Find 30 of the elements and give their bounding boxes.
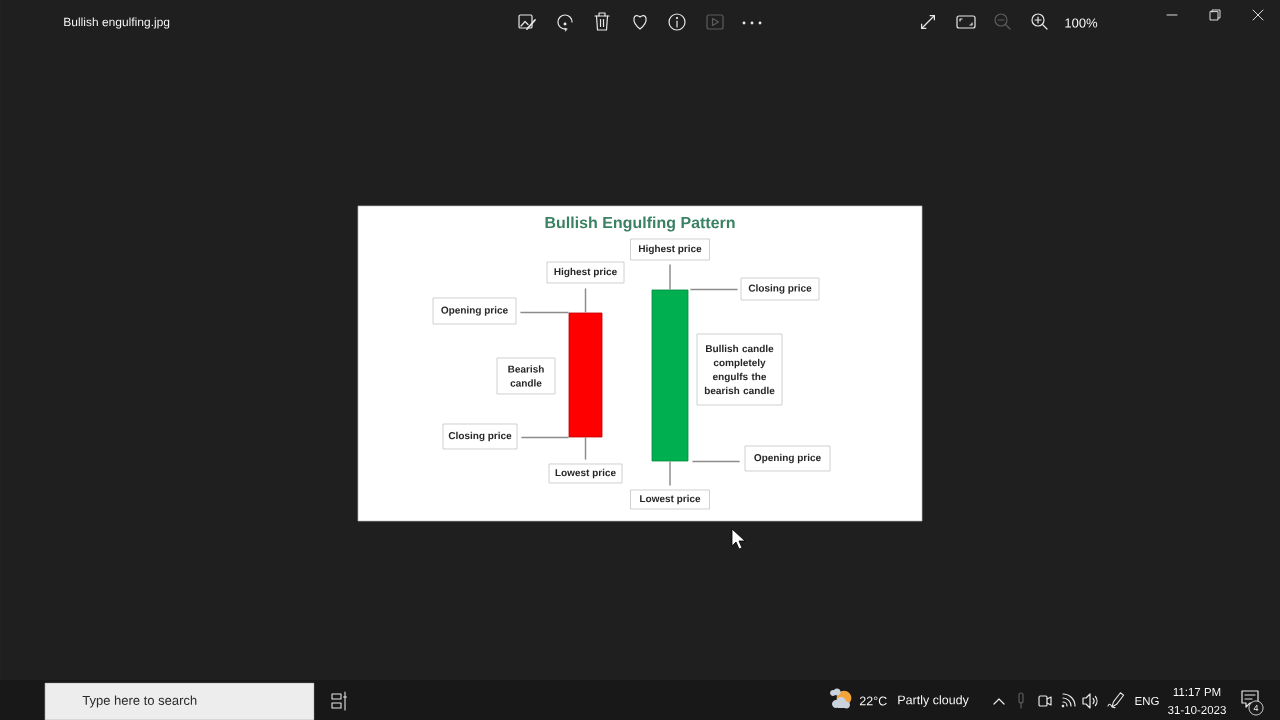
- callout-box: Closing price: [442, 423, 518, 450]
- leader-line: [520, 436, 570, 439]
- candle-body: [568, 312, 603, 438]
- candle-wick: [669, 460, 671, 487]
- leader-line: [519, 311, 570, 314]
- notification-badge: 4: [1248, 700, 1264, 716]
- candle-wick: [669, 263, 671, 291]
- clock-time: 11:17 PM: [1173, 688, 1221, 696]
- candle-wick: [584, 436, 587, 461]
- leader-line: [691, 460, 741, 463]
- file-name: Bullish engulfing.jpg: [64, 17, 170, 29]
- search-box: Type here to search: [44, 682, 315, 720]
- callout-box: Bullish candle completely engulfs the bearish candle: [696, 333, 783, 406]
- language-indicator: ENG: [1135, 696, 1159, 706]
- callout-box: Opening price: [744, 445, 831, 472]
- callout-box: Highest price: [546, 261, 625, 284]
- temperature: 22°C: [859, 696, 887, 706]
- zoom-level: 100%: [1065, 18, 1098, 28]
- candle-body: [651, 289, 689, 462]
- callout-box: Lowest price: [548, 463, 623, 484]
- callout-box: Opening price: [432, 297, 517, 325]
- callout-box: Bearish candle: [496, 357, 556, 395]
- clock-date: 31-10-2023: [1168, 705, 1226, 715]
- leader-line: [689, 288, 739, 291]
- chart-title: Bullish Engulfing Pattern: [545, 216, 735, 232]
- candle-wick: [584, 287, 587, 314]
- callout-box: Closing price: [740, 277, 820, 301]
- callout-box: Lowest price: [630, 489, 710, 510]
- callout-box: Highest price: [630, 238, 710, 261]
- weather-condition: Partly cloudy: [898, 695, 969, 707]
